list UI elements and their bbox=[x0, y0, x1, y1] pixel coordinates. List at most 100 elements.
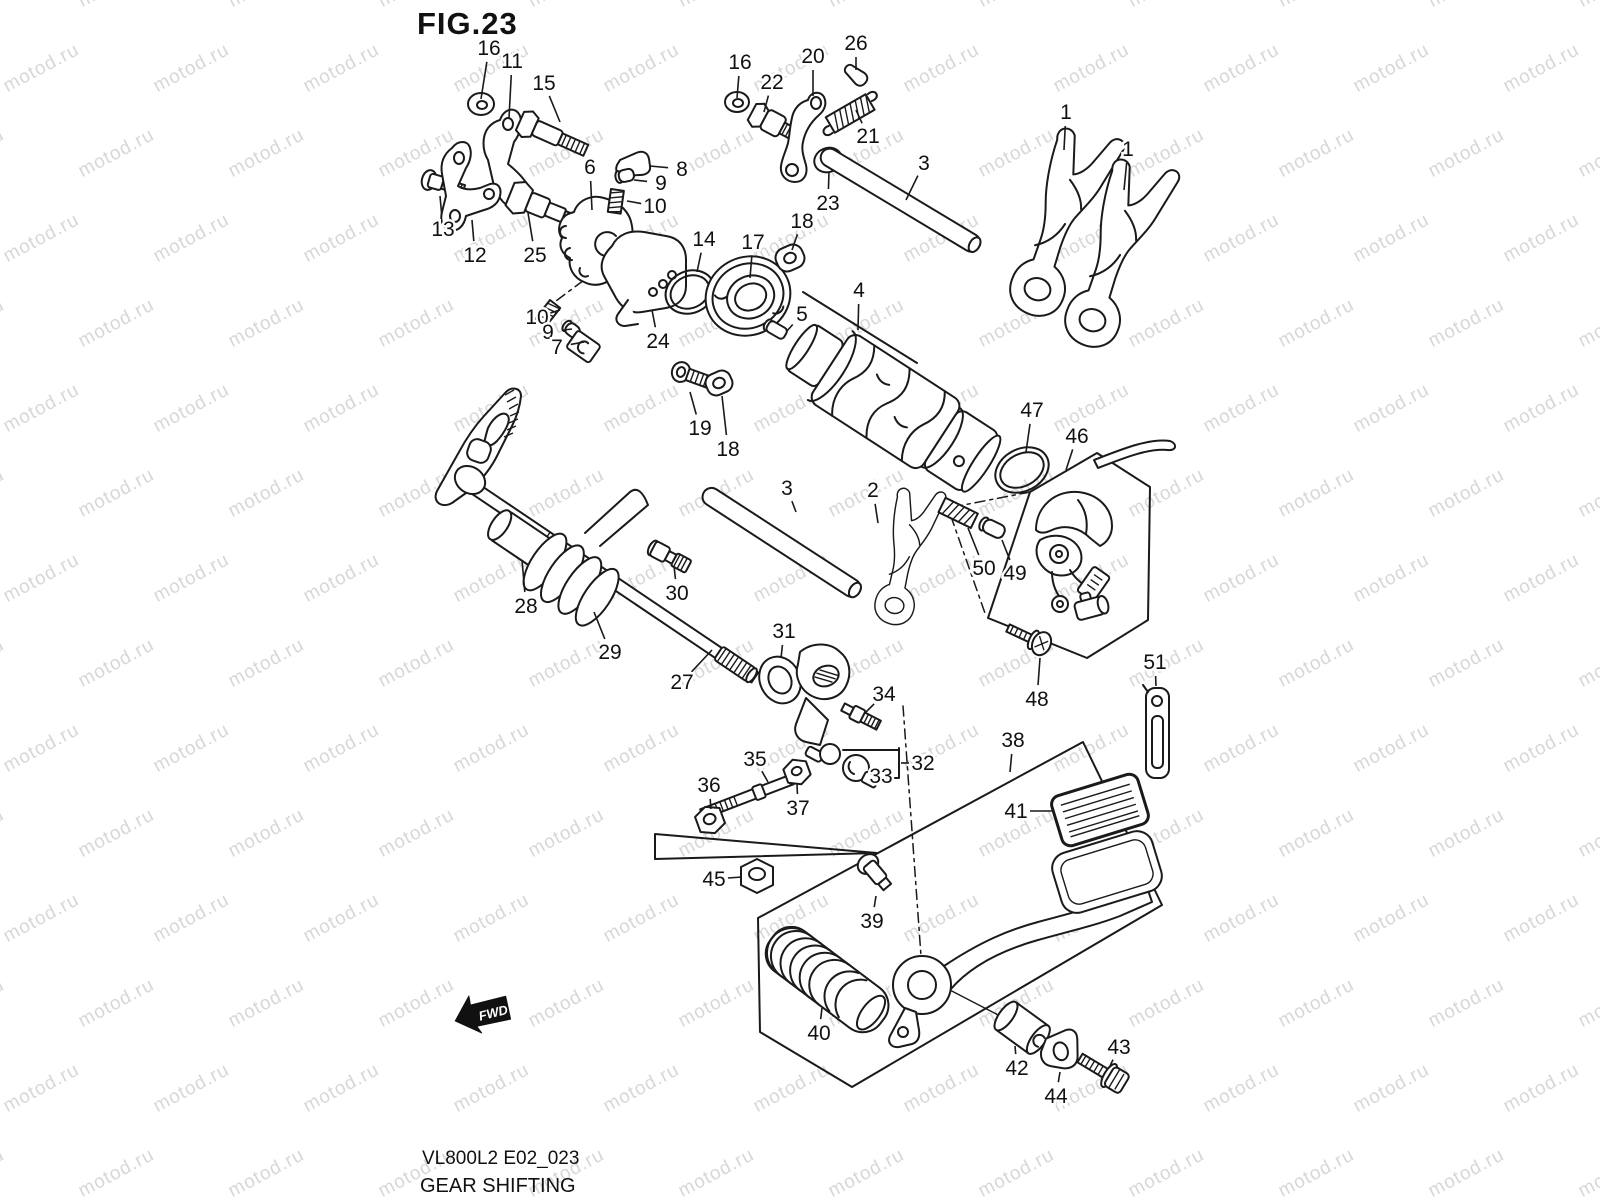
leader-line bbox=[1009, 753, 1013, 773]
bearing-17-part bbox=[704, 255, 792, 337]
switch-cable bbox=[1093, 439, 1176, 469]
leader-line bbox=[780, 644, 784, 659]
part-number-label: 37 bbox=[786, 797, 809, 820]
part-number-label: 10 bbox=[643, 195, 666, 218]
arm-20-part bbox=[779, 91, 827, 183]
part-number-label: 12 bbox=[463, 244, 486, 267]
leader-line bbox=[521, 559, 526, 593]
shift-cam-drum-part bbox=[785, 323, 1002, 493]
fork-shaft-3b-part bbox=[701, 486, 863, 599]
leader-line bbox=[761, 770, 769, 783]
fork-shaft-3a-part bbox=[819, 147, 982, 254]
part-number-label: 42 bbox=[1005, 1057, 1028, 1080]
part-number-label: 46 bbox=[1065, 425, 1088, 448]
leader-line bbox=[791, 233, 799, 251]
leader-line bbox=[873, 895, 877, 908]
pedal-assembly bbox=[740, 741, 1163, 1088]
leader-line bbox=[1057, 1071, 1061, 1083]
spring-legs bbox=[584, 488, 649, 547]
spring-10-part bbox=[606, 188, 625, 215]
part-number-label: 9 bbox=[542, 321, 554, 344]
part-number-label: 36 bbox=[697, 774, 720, 797]
part-number-label: 22 bbox=[760, 71, 783, 94]
pedal-arm-part bbox=[943, 883, 1153, 991]
leader-line bbox=[690, 649, 713, 673]
leader-line bbox=[1109, 1059, 1114, 1067]
part-number-label: 13 bbox=[431, 218, 454, 241]
pin-26-part bbox=[843, 63, 869, 87]
ball-joint-32-part bbox=[819, 743, 841, 765]
gear-position-switch-46-part bbox=[1035, 490, 1113, 621]
leader-line bbox=[967, 527, 980, 556]
figure-title: FIG.23 bbox=[417, 6, 518, 41]
leader-line bbox=[1025, 423, 1031, 453]
leader-line bbox=[1063, 125, 1067, 151]
leader-line bbox=[439, 195, 443, 216]
part-number-label: 44 bbox=[1044, 1085, 1068, 1108]
part-number-label: 9 bbox=[655, 172, 667, 195]
leader-line bbox=[786, 323, 794, 332]
bolt-43-part bbox=[1076, 1052, 1130, 1094]
leader-line bbox=[791, 500, 797, 513]
part-number-label: 7 bbox=[551, 336, 563, 359]
part-number-label: 2 bbox=[867, 479, 879, 502]
part-number-label: 4 bbox=[853, 279, 865, 302]
leader-line bbox=[905, 175, 919, 201]
pedal-box-outline bbox=[757, 741, 1163, 1088]
leader-line bbox=[527, 212, 534, 242]
part-number-label: 38 bbox=[1001, 729, 1024, 752]
shift-joint-cluster bbox=[694, 643, 882, 835]
part-number-label: 18 bbox=[790, 210, 813, 233]
leader-line bbox=[819, 1007, 823, 1020]
leader-line bbox=[550, 309, 561, 314]
part-number-label: 35 bbox=[743, 748, 766, 771]
part-number-label: 43 bbox=[1107, 1036, 1130, 1059]
part-number-label: 30 bbox=[665, 582, 688, 605]
part-number-label: 28 bbox=[514, 595, 537, 618]
part-number-label: 21 bbox=[856, 125, 879, 148]
switch-assembly bbox=[937, 439, 1176, 779]
spring-21-part bbox=[822, 90, 878, 137]
part-number-label: 39 bbox=[860, 910, 883, 933]
pin-49-part bbox=[978, 516, 1006, 539]
leader-line bbox=[548, 95, 561, 123]
part-number-label: 26 bbox=[844, 32, 867, 55]
part-number-label: 32 bbox=[911, 752, 934, 775]
nut-37-part bbox=[782, 758, 812, 786]
spring-10b-part bbox=[534, 299, 562, 328]
leader-line bbox=[1123, 162, 1128, 191]
washer-18b-part bbox=[704, 369, 734, 397]
part-number-label: 16 bbox=[728, 51, 751, 74]
bracket-cluster bbox=[420, 92, 590, 232]
leader-line bbox=[570, 341, 585, 346]
leader-line bbox=[561, 328, 573, 332]
pedal-pad-part bbox=[1051, 830, 1163, 914]
seal-31-part bbox=[758, 655, 802, 705]
leader-line bbox=[857, 303, 860, 331]
group-bracket-32 bbox=[842, 747, 900, 779]
leader-line bbox=[763, 95, 770, 113]
clip-51-part bbox=[1142, 684, 1170, 779]
leader-line bbox=[696, 252, 702, 273]
pointer-wedge bbox=[654, 833, 878, 860]
leader-line bbox=[649, 165, 669, 169]
part-number-label: 16 bbox=[477, 37, 500, 60]
construction-lines bbox=[527, 252, 1031, 1019]
part-number-label: 25 bbox=[523, 244, 546, 267]
part-number-label: 17 bbox=[741, 231, 764, 254]
leader-line bbox=[651, 309, 657, 328]
part-number-label: 8 bbox=[676, 158, 688, 181]
nut-36-part bbox=[694, 805, 726, 835]
part-number-label: 14 bbox=[692, 228, 716, 251]
leader-line bbox=[736, 75, 740, 99]
part-number-label: 1 bbox=[1122, 138, 1134, 161]
leader-line bbox=[480, 61, 488, 100]
part-number-label: 18 bbox=[716, 438, 739, 461]
leader-line bbox=[626, 200, 642, 205]
part-number-label: 11 bbox=[501, 50, 523, 73]
leader-line bbox=[874, 503, 879, 524]
part-number-label: 31 bbox=[772, 620, 795, 643]
bolt-15-part bbox=[514, 110, 590, 157]
